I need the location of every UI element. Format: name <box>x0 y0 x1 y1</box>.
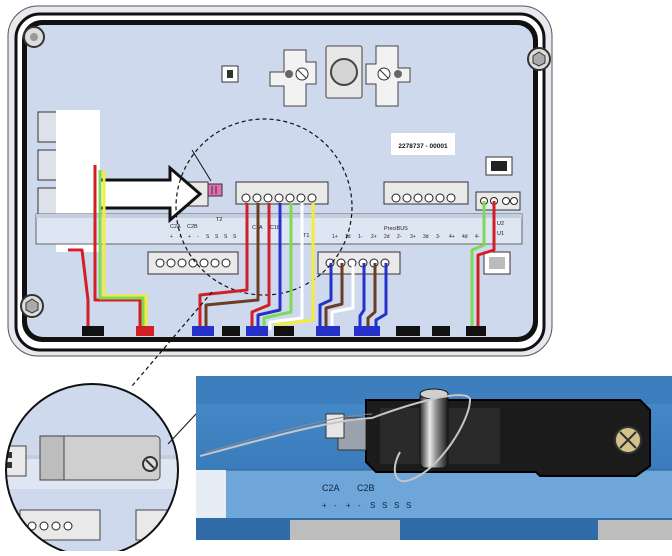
callout-line <box>167 413 197 445</box>
svg-text:C2B: C2B <box>357 483 375 493</box>
label-c2b: C2B <box>187 224 198 230</box>
label-c1b: C1B <box>270 225 281 231</box>
strip-sign-1: - <box>179 234 181 240</box>
strip-terminal-3: 2+ <box>371 234 377 240</box>
pointer-line <box>191 149 212 182</box>
svg-text:2278737 - 00001: 2278737 - 00001 <box>398 143 448 150</box>
label-u1: U1 <box>497 231 504 237</box>
strip-sign-2: + <box>188 234 191 240</box>
strip-terminal-7: 3d <box>423 234 429 240</box>
photo-sign-2: + <box>346 501 351 510</box>
strip-terminal-0: 1+ <box>332 234 338 240</box>
corner-screw-icon <box>23 26 45 48</box>
usb-socket-icon <box>485 156 513 176</box>
arrow-right-icon <box>98 164 203 224</box>
strip-sign-3: - <box>197 234 199 240</box>
photo-sign-0: + <box>322 501 327 510</box>
terminal-block-bottom-left <box>147 251 239 275</box>
photo-sign-6: S <box>394 501 399 510</box>
photo-sign-7: S <box>406 501 411 510</box>
strip-sign-5: S <box>215 234 219 240</box>
strip-terminal-8: 3- <box>436 234 441 240</box>
label-c2a: C2A <box>170 224 181 230</box>
strip-terminal-1: 1d <box>345 234 351 240</box>
photo-sign-4: S <box>370 501 375 510</box>
label-t2: T2 <box>216 217 222 223</box>
detail-magnifier <box>5 383 197 556</box>
photo-sign-1: - <box>334 501 337 510</box>
fuse-clamp-hardware <box>221 45 411 107</box>
strip-terminal-2: 1- <box>358 234 363 240</box>
strip-terminal-4: 2d <box>384 234 390 240</box>
strip-terminal-9: 4+ <box>449 234 455 240</box>
bottom-cable-glands <box>82 326 486 336</box>
strip-terminal-11: 4- <box>475 234 480 240</box>
strip-sign-7: S <box>233 234 237 240</box>
strip-terminal-5: 2- <box>397 234 402 240</box>
label-t1: T1 <box>303 233 309 239</box>
strip-terminal-6: 3+ <box>410 234 416 240</box>
terminal-block-top-right <box>383 181 469 205</box>
label-u2: U2 <box>497 221 504 227</box>
strip-sign-4: S <box>206 234 210 240</box>
corner-screw-icon <box>527 47 551 71</box>
terminal-block-u <box>475 191 521 275</box>
photo-screw-icon <box>614 426 642 454</box>
terminal-block-top-middle <box>235 181 329 205</box>
photo-sign-3: - <box>358 501 361 510</box>
strip-right-terminals: 1+ 1d 1- 2+ 2d 2- 3+ 3d 3- 4+ 4d 4- <box>332 234 480 240</box>
strip-terminal-10: 4d <box>462 234 468 240</box>
strip-sign-6: S <box>224 234 228 240</box>
magnifier-circle-dashed <box>175 118 353 296</box>
part-number-label: 2278737 - 00001 <box>391 133 455 155</box>
svg-text:C2A: C2A <box>322 483 340 493</box>
corner-screw-icon <box>20 294 44 318</box>
strip-sign-0: + <box>170 234 173 240</box>
photo-sign-5: S <box>382 501 387 510</box>
label-precibus: PreciBUS <box>384 226 408 232</box>
photo-labels: C2A C2B <box>322 483 375 493</box>
